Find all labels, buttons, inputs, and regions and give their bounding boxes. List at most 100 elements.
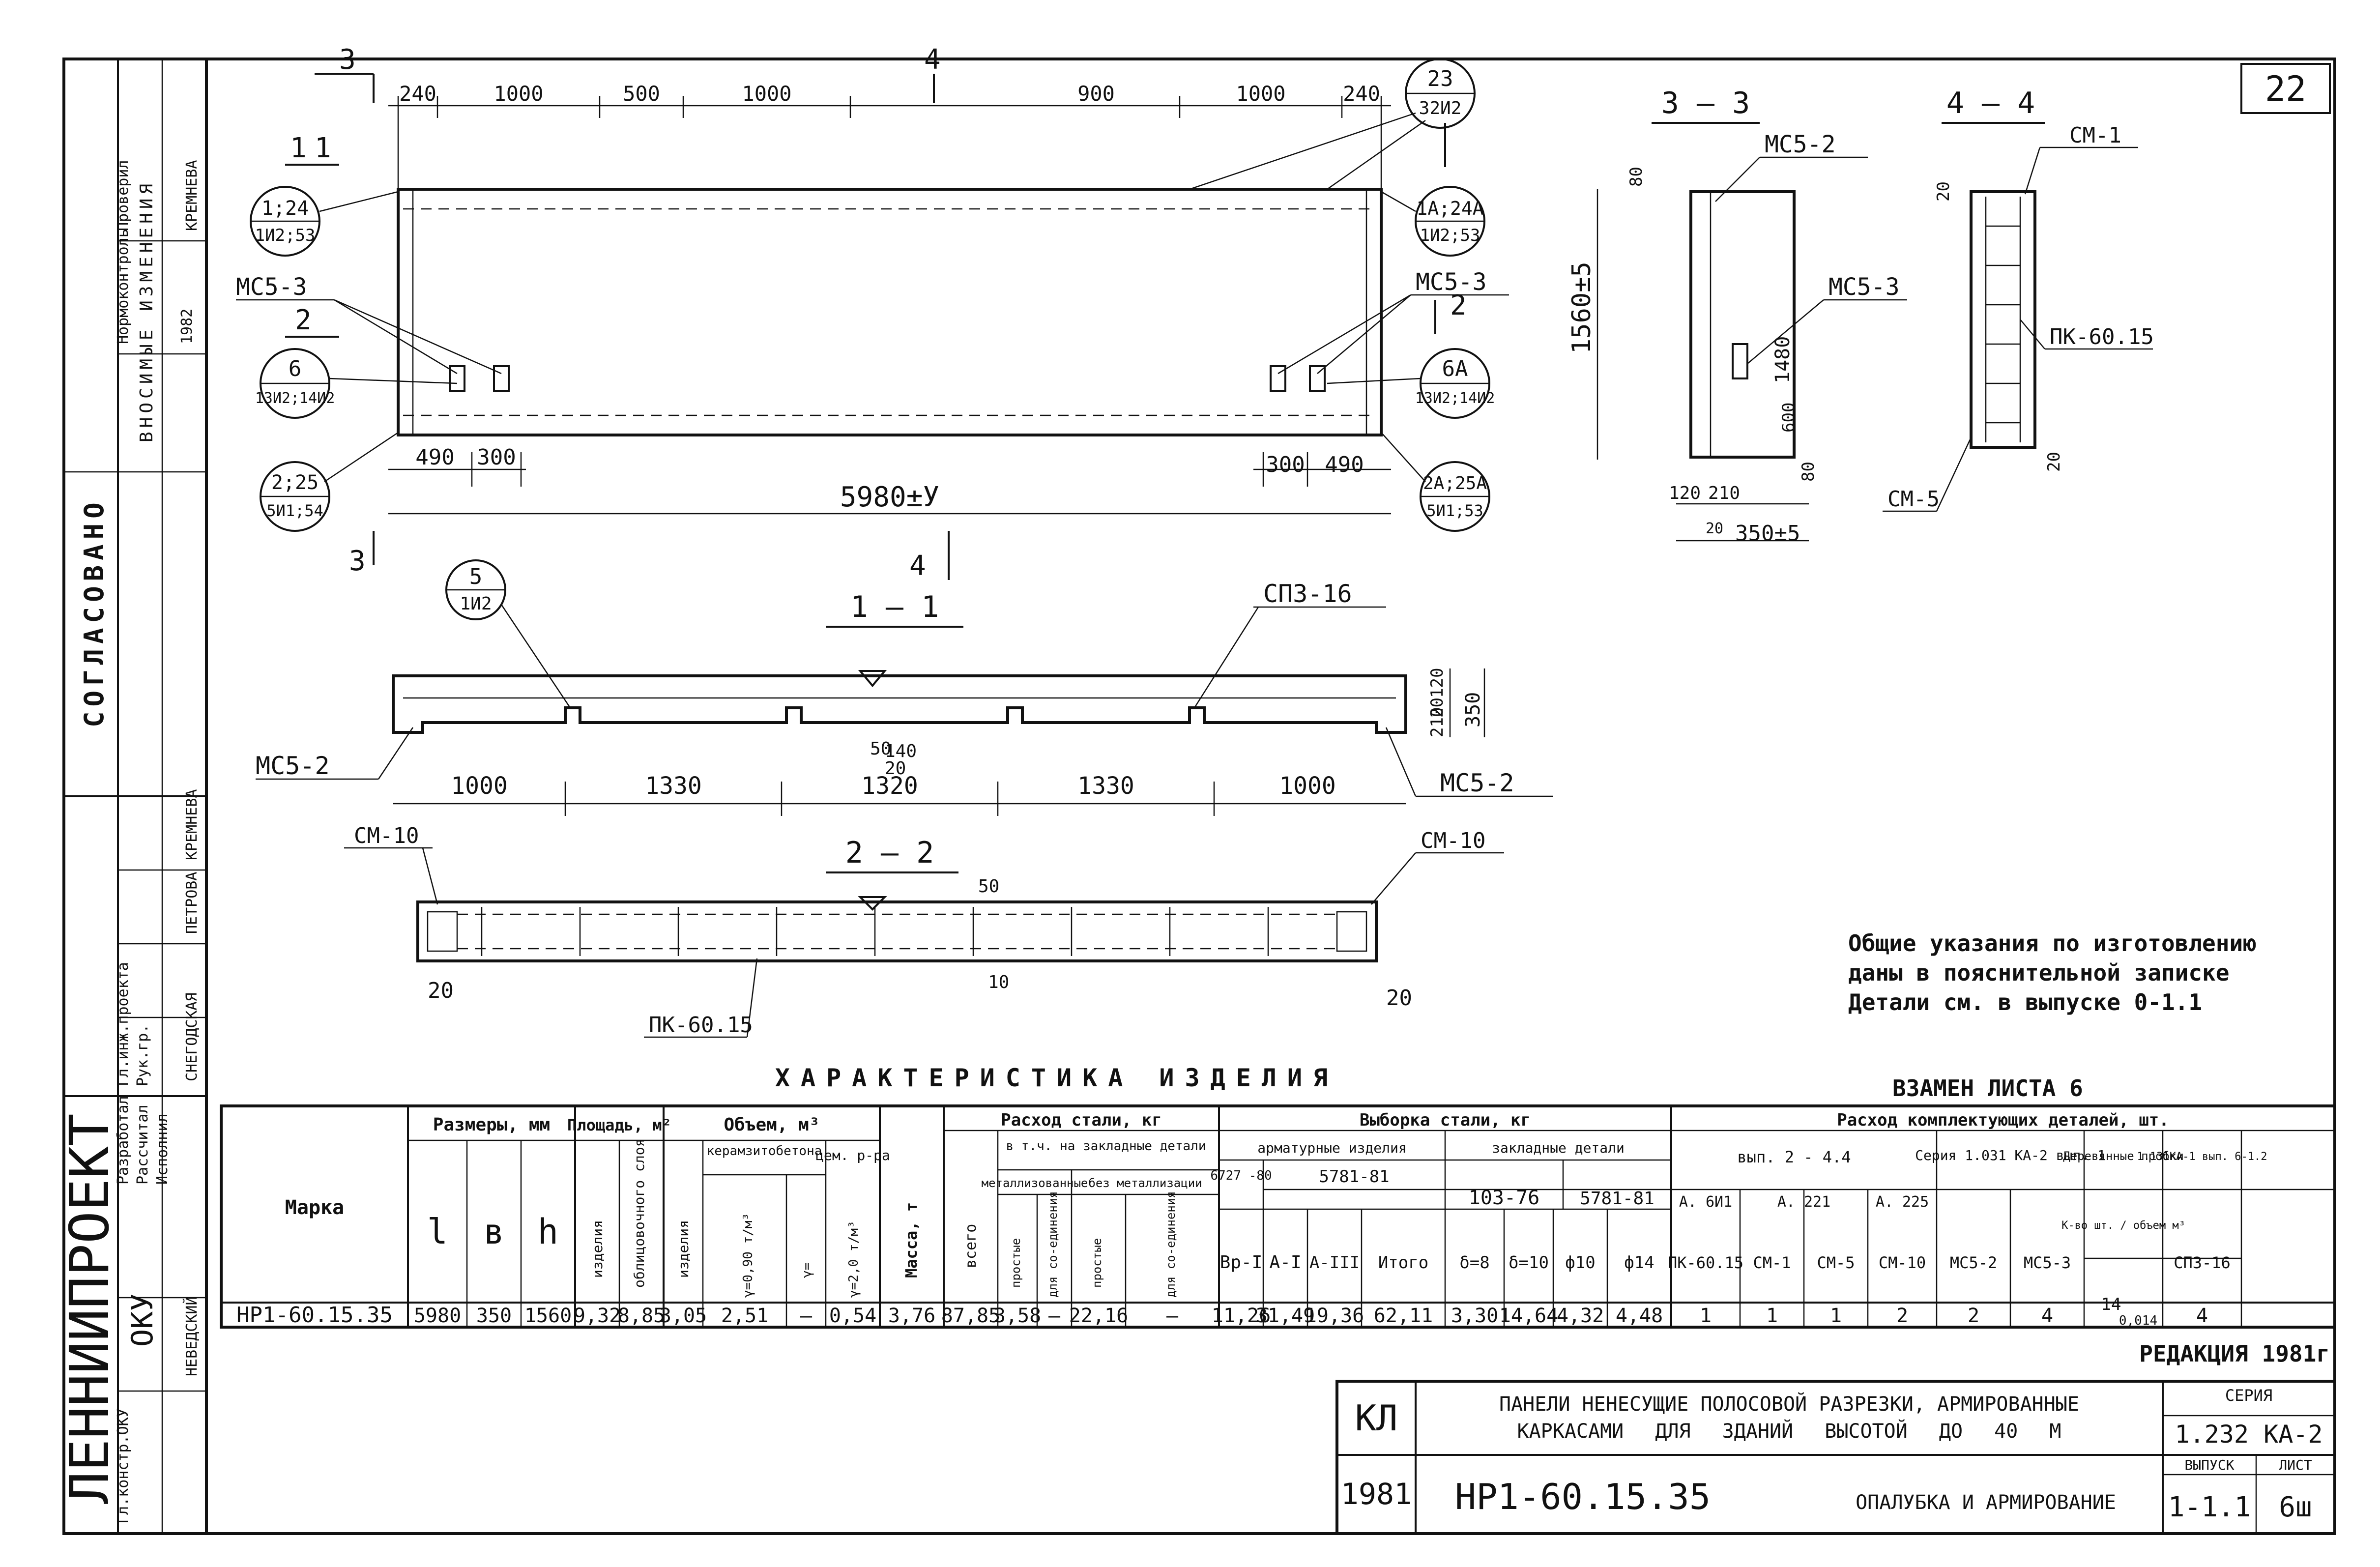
svg-text:8,85: 8,85 — [618, 1305, 665, 1327]
svg-text:1560±5: 1560±5 — [1567, 261, 1596, 354]
svg-text:ПАНЕЛИ НЕНЕСУЩИЕ ПОЛОСОВОЙ РАЗ: ПАНЕЛИ НЕНЕСУЩИЕ ПОЛОСОВОЙ РАЗРЕЗКИ, АРМ… — [1499, 1392, 2079, 1416]
svg-text:простые: простые — [1090, 1238, 1104, 1288]
svg-text:Рассчитал: Рассчитал — [134, 1104, 151, 1185]
svg-text:МС5-3: МС5-3 — [1416, 268, 1487, 296]
callout-23: 23 32И2 — [1189, 58, 1476, 190]
svg-text:МС5-2: МС5-2 — [1950, 1253, 1997, 1272]
svg-text:МС5-2: МС5-2 — [1765, 131, 1836, 158]
svg-text:32И2: 32И2 — [1419, 98, 1462, 118]
svg-text:всего: всего — [962, 1224, 980, 1268]
svg-text:НР1-60.15.35: НР1-60.15.35 — [1455, 1476, 1711, 1517]
svg-text:5И1;53: 5И1;53 — [1426, 501, 1483, 520]
svg-text:14: 14 — [2101, 1295, 2121, 1314]
svg-text:1000: 1000 — [1279, 772, 1336, 800]
svg-text:50: 50 — [870, 739, 891, 759]
callout-6: 6 13И2;14И2 — [255, 348, 458, 419]
svg-text:К-во шт. / объем м³: К-во шт. / объем м³ — [2061, 1219, 2185, 1232]
svg-text:6727 -80: 6727 -80 — [1210, 1168, 1272, 1183]
svg-text:ЛИСТ: ЛИСТ — [2279, 1457, 2312, 1473]
svg-text:2А;25А: 2А;25А — [1423, 473, 1487, 493]
svg-text:без металлизации: без металлизации — [1088, 1176, 1202, 1190]
svg-text:1: 1 — [1830, 1305, 1842, 1327]
svg-text:простые: простые — [1009, 1238, 1023, 1288]
callout-1-24: 1;24 1И2;53 — [250, 186, 399, 257]
svg-text:6А: 6А — [1442, 356, 1468, 381]
svg-text:ф10: ф10 — [1565, 1253, 1595, 1273]
svg-text:2 — 2: 2 — 2 — [845, 836, 934, 870]
svg-text:4: 4 — [909, 550, 926, 582]
svg-text:20: 20 — [1386, 986, 1412, 1011]
svg-text:А-I: А-I — [1269, 1252, 1301, 1273]
section-2-2: 2 — 2 СМ-10 СМ-10 ПК-60.15 20 20 50 10 — [344, 823, 1504, 1038]
svg-text:350: 350 — [1462, 692, 1484, 727]
svg-text:240: 240 — [1343, 82, 1380, 106]
edition: РЕДАКЦИЯ 1981г — [2139, 1340, 2330, 1367]
svg-text:ПК-60.15: ПК-60.15 — [2050, 324, 2154, 349]
svg-text:в т.ч. на закладные детали: в т.ч. на закладные детали — [1006, 1139, 1206, 1154]
svg-text:62,11: 62,11 — [1374, 1305, 1433, 1327]
svg-text:А. 225: А. 225 — [1876, 1193, 1929, 1211]
svg-text:СМ-10: СМ-10 — [1421, 828, 1485, 853]
svg-text:Выборка стали, кг: Выборка стали, кг — [1360, 1110, 1531, 1130]
svg-text:металлизованные: металлизованные — [982, 1176, 1088, 1190]
svg-text:1А;24А: 1А;24А — [1416, 198, 1483, 219]
svg-text:керамзитобетона: керамзитобетона — [707, 1144, 822, 1159]
svg-text:3,05: 3,05 — [660, 1305, 707, 1327]
replaces-sheet: ВЗАМЕН ЛИСТА 6 — [1892, 1075, 2083, 1102]
svg-text:—: — — [1048, 1305, 1061, 1327]
svg-text:КРЕМНЕВА: КРЕМНЕВА — [183, 160, 201, 232]
table-title: ХАРАКТЕРИСТИКА ИЗДЕЛИЯ — [775, 1064, 1338, 1092]
svg-text:Проверил: Проверил — [115, 160, 132, 232]
svg-text:Объем, м³: Объем, м³ — [724, 1115, 819, 1135]
svg-text:МС5-3: МС5-3 — [1829, 273, 1900, 301]
svg-text:300: 300 — [1266, 452, 1305, 477]
svg-text:закладные детали: закладные детали — [1492, 1140, 1625, 1156]
svg-text:20: 20 — [1934, 181, 1953, 202]
svg-text:120: 120 — [1427, 668, 1447, 698]
svg-text:δ=8: δ=8 — [1459, 1253, 1489, 1273]
sheet-number: 22 — [2265, 69, 2306, 109]
overall-length: 5980±У — [840, 481, 939, 513]
svg-text:Деревянные пробки: Деревянные пробки — [2063, 1149, 2184, 1163]
svg-text:ПК-60.15: ПК-60.15 — [649, 1013, 753, 1038]
svg-text:20: 20 — [428, 978, 454, 1003]
svg-text:300: 300 — [477, 445, 516, 470]
svg-text:для со-единения: для со-единения — [1164, 1191, 1178, 1298]
svg-text:2: 2 — [1896, 1305, 1908, 1327]
svg-text:СМ-10: СМ-10 — [1879, 1253, 1926, 1272]
svg-text:—: — — [800, 1305, 813, 1327]
svg-text:1000: 1000 — [742, 82, 791, 106]
svg-text:1330: 1330 — [1077, 772, 1134, 800]
svg-text:γ=: γ= — [800, 1263, 814, 1278]
svg-text:1: 1 — [1766, 1305, 1778, 1327]
svg-text:СЕРИЯ: СЕРИЯ — [2225, 1386, 2272, 1405]
svg-text:6: 6 — [289, 356, 302, 381]
svg-text:500: 500 — [623, 82, 660, 106]
section-1-1: 1 — 1 140 20 50 5 1И2 СП3-16 МС5-2 МС5-2… — [256, 559, 1553, 816]
svg-text:изделия: изделия — [589, 1220, 606, 1278]
svg-text:ф14: ф14 — [1624, 1253, 1654, 1273]
svg-text:1;24: 1;24 — [261, 197, 309, 220]
svg-text:СНЕГОДСКАЯ: СНЕГОДСКАЯ — [183, 992, 201, 1081]
svg-text:1: 1 — [1700, 1305, 1712, 1327]
svg-text:14,64: 14,64 — [1499, 1305, 1558, 1327]
svg-text:для со-единения: для со-единения — [1046, 1191, 1060, 1298]
svg-text:δ=10: δ=10 — [1509, 1253, 1549, 1273]
svg-text:5И1;54: 5И1;54 — [266, 501, 323, 520]
svg-text:СМ-5: СМ-5 — [1817, 1253, 1855, 1272]
svg-text:20: 20 — [1427, 697, 1447, 718]
svg-text:4,48: 4,48 — [1616, 1305, 1663, 1327]
svg-text:СМ-5: СМ-5 — [1887, 487, 1940, 512]
svg-text:50: 50 — [978, 876, 999, 897]
svg-text:изделия: изделия — [675, 1220, 692, 1278]
svg-text:120: 120 — [1669, 483, 1701, 503]
sheet-number-box — [2240, 63, 2331, 114]
svg-text:h: h — [538, 1212, 558, 1252]
callout-1a-24a: 1А;24А 1И2;53 — [1381, 186, 1485, 257]
svg-text:19,36: 19,36 — [1305, 1305, 1364, 1327]
svg-text:0,54: 0,54 — [829, 1305, 876, 1327]
svg-text:900: 900 — [1077, 82, 1115, 106]
svg-text:СМ-10: СМ-10 — [354, 823, 419, 848]
svg-text:γ=2,0 т/м³: γ=2,0 т/м³ — [846, 1220, 861, 1298]
svg-text:0,014: 0,014 — [2119, 1313, 2157, 1328]
